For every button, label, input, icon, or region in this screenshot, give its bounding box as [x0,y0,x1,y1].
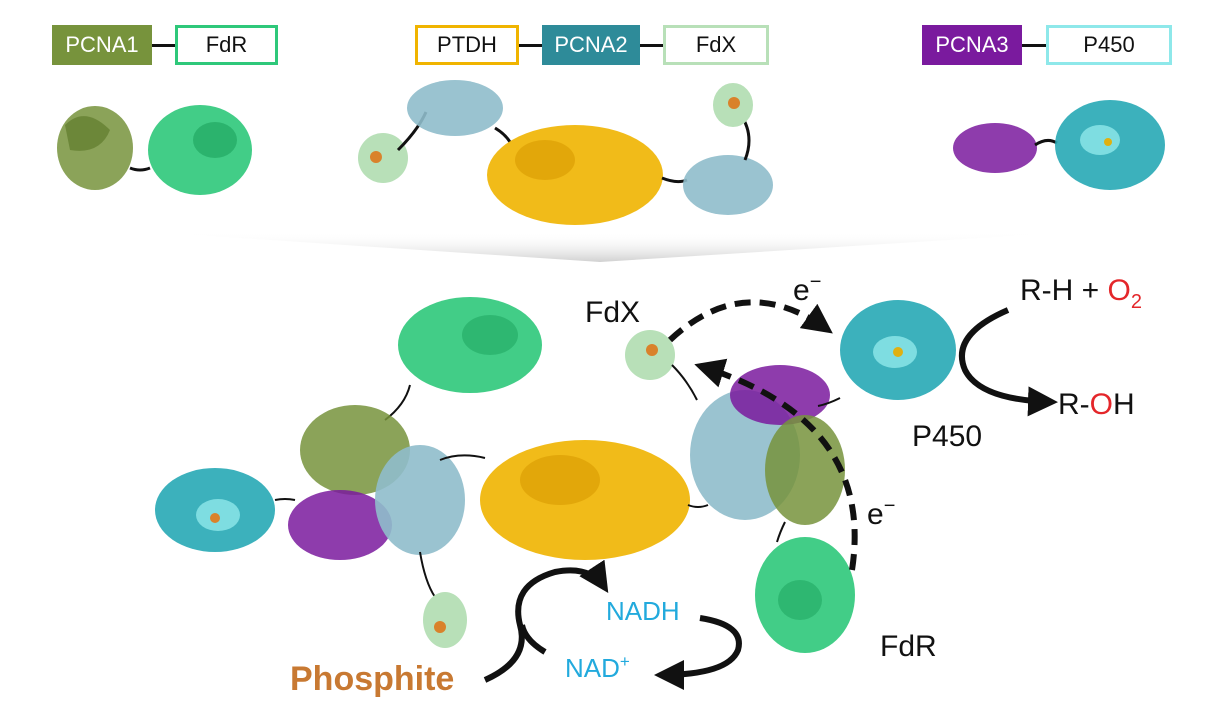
main-complex-structure [155,297,956,653]
construct-pcna1-box: PCNA1 [52,25,152,65]
nad-input-arrow [519,624,547,655]
separator-fan [150,232,1075,262]
label-phosphite: Phosphite [290,660,454,698]
construct-pcna2-box: PCNA2 [542,25,640,65]
construct-linker [152,44,175,47]
construct-fdr-box: FdR [175,25,278,65]
construct-pcna3-box: PCNA3 [922,25,1022,65]
label-product: R-OH [1058,388,1135,421]
nadh-to-nad-arrow [654,615,742,690]
phosphite-oxidation-arrow [483,559,609,683]
construct-fdx-box: FdX [663,25,769,65]
label-fdx: FdX [585,296,640,329]
label-p450: P450 [912,420,982,453]
top-pcna1-fdr-structure [57,105,252,195]
top-ptdh-pcna2-fdx-structure [358,80,773,225]
electron-transfer-arrow-fdx-to-p450 [667,299,833,343]
construct-ptdh-box: PTDH [415,25,519,65]
label-fdr: FdR [880,630,937,663]
construct-linker [1022,44,1046,47]
construct-linker [519,44,542,47]
label-substrate: R-H + O2 [1020,274,1142,313]
construct-p450-box: P450 [1046,25,1172,65]
hydroxylation-arrow [958,307,1058,417]
label-electron-top: e− [793,271,821,307]
label-nad: NAD+ [565,652,630,683]
construct-linker [640,44,663,47]
label-nadh: NADH [606,596,680,626]
label-electron-right: e− [867,495,895,531]
top-pcna3-p450-structure [953,100,1165,190]
electron-transfer-arrow-fdr-to-fdx [694,358,858,571]
